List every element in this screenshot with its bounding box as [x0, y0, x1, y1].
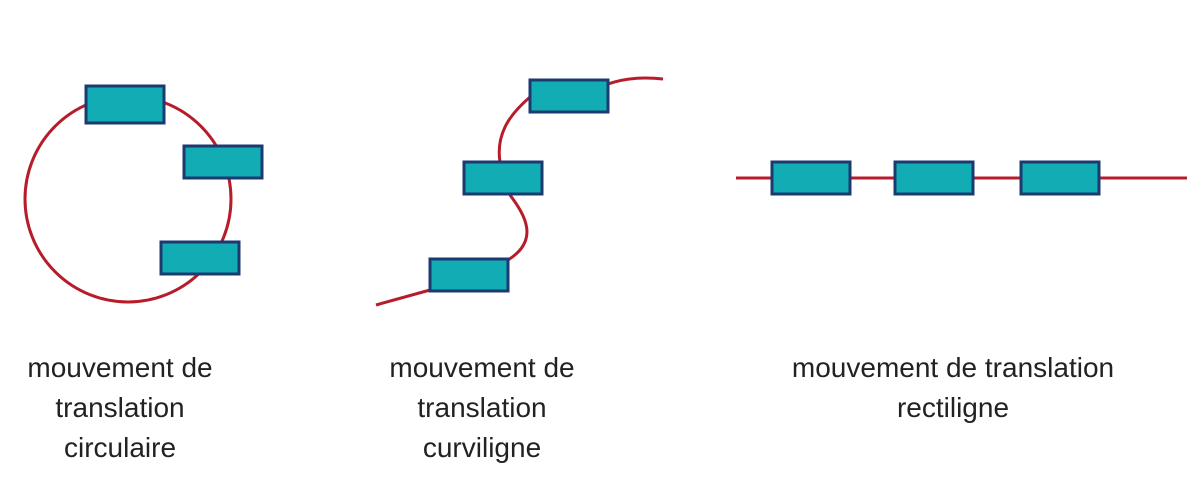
caption-circular-line-1: mouvement de: [27, 352, 213, 383]
panel-rectilinear: [736, 160, 1187, 196]
caption-rectilinear-line-1: mouvement de translation: [791, 352, 1115, 383]
caption-circular-line-2: translation: [55, 392, 185, 423]
caption-curvilinear-line-2: translation: [417, 392, 547, 423]
block-circular-1: [84, 84, 166, 125]
block-circular-3: [159, 240, 241, 276]
block-rectilinear-2: [893, 160, 975, 196]
block-curvilinear-1: [528, 78, 610, 114]
caption-rectilinear-line-2: rectiligne: [896, 392, 1010, 423]
caption-rectilinear: mouvement de translation rectiligne: [740, 348, 1166, 428]
caption-curvilinear: mouvement de translation curviligne: [362, 348, 602, 468]
caption-circular-line-3: circulaire: [63, 432, 177, 463]
caption-curvilinear-line-3: curviligne: [422, 432, 542, 463]
panel-curvilinear: [375, 76, 664, 307]
caption-circular: mouvement de translation circulaire: [0, 348, 240, 468]
block-curvilinear-2: [462, 160, 544, 196]
block-circular-2: [182, 144, 264, 180]
panel-circular: [23, 84, 264, 304]
block-rectilinear-1: [770, 160, 852, 196]
caption-curvilinear-line-1: mouvement de: [389, 352, 575, 383]
curvilinear-trajectory: [375, 76, 664, 307]
block-curvilinear-3: [428, 257, 510, 293]
block-rectilinear-3: [1019, 160, 1101, 196]
